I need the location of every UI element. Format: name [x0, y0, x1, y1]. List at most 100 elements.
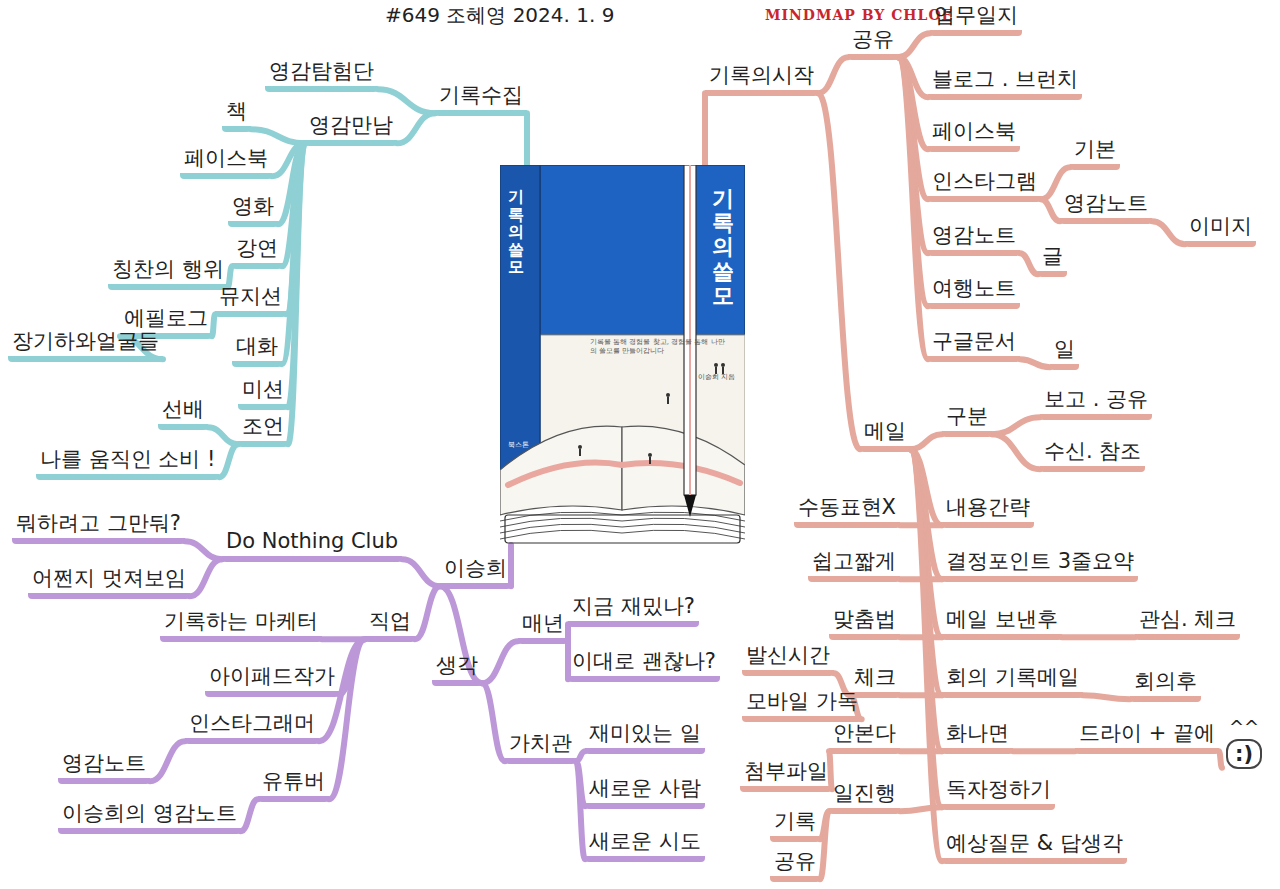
branch-node: 이승희의 영감노트	[58, 800, 241, 834]
branch-line	[565, 641, 571, 679]
branch-text: 영화	[232, 193, 274, 219]
branch-text: 강연	[236, 235, 278, 261]
branch-line	[910, 449, 942, 861]
branch-node: 독자정하기	[942, 776, 1055, 810]
branch-text: 대화	[236, 333, 278, 359]
branch-node: 영감노트	[928, 222, 1020, 256]
branch-node: 예상질문 & 답생각	[942, 830, 1127, 864]
branch-node: 뭐하려고 그만둬?	[12, 510, 185, 544]
branch-line	[329, 639, 365, 799]
branch-text: 조언	[242, 413, 284, 439]
branch-line	[1041, 199, 1060, 221]
branch-text: 기본	[1074, 136, 1116, 162]
page-title: #649 조혜영 2024. 1. 9	[385, 2, 614, 29]
branch-node: 새로운 시도	[585, 828, 705, 862]
branch-line	[1020, 359, 1050, 367]
branch-line	[219, 444, 238, 477]
branch-line	[900, 692, 942, 698]
branch-text: 블로그 . 브런치	[932, 66, 1078, 92]
branch-node: 매년	[518, 610, 568, 644]
branch-node: 대화	[232, 333, 282, 367]
spine-title: 기록의 쓸모	[508, 188, 524, 276]
branch-node: 책	[222, 98, 251, 132]
branch-node: 보고 . 공유	[1040, 386, 1152, 420]
branch-node: 나를 움직인 소비 !	[36, 446, 219, 480]
branch-text: 영감만남	[309, 112, 393, 138]
branch-text: 미션	[242, 376, 284, 402]
branch-text: 재미있는 일	[589, 720, 701, 746]
branch-node: 첨부파일	[740, 758, 832, 792]
branch-node: 직업	[365, 608, 415, 642]
branch-node: 아이패드작가	[205, 663, 339, 697]
branch-node: 구글문서	[928, 328, 1020, 362]
branch-text: 회의 기록메일	[946, 664, 1079, 690]
branch-text: 독자정하기	[946, 776, 1051, 802]
branch-node: 칭찬의 행위	[108, 256, 228, 290]
branch-node: Do Nothing Club	[222, 528, 402, 562]
branch-line	[378, 89, 435, 113]
branch-line	[818, 57, 848, 93]
branch-line	[910, 434, 942, 449]
branch-text: 업무일지	[934, 2, 1018, 28]
branch-node: 결정포인트 3줄요약	[942, 548, 1138, 582]
branch-line	[1219, 751, 1222, 768]
branch-text: 영감탐험단	[269, 58, 374, 84]
branch-line	[402, 559, 440, 586]
branch-text: 인스타그래머	[189, 710, 315, 736]
branch-text: 선배	[162, 396, 204, 422]
branch-text: 화나면	[946, 720, 1009, 746]
branch-text: :)	[1226, 739, 1262, 769]
branch-text: 칭찬의 행위	[112, 256, 224, 282]
branch-text: 나를 움직인 소비 !	[40, 446, 215, 472]
branch-node: 뮤지션	[215, 283, 286, 317]
branch-text: 영감노트	[932, 222, 1016, 248]
branch-text: 공유	[852, 26, 894, 52]
branch-line	[898, 57, 928, 359]
branch-text: 구분	[946, 403, 988, 429]
branch-node: 장기하와얼굴들	[8, 328, 163, 362]
branch-node: 쉽고짧게	[808, 548, 900, 582]
branch-node: 화나면	[942, 720, 1013, 754]
branch-node: 회의 기록메일	[942, 664, 1083, 698]
branch-node: 안본다	[829, 720, 900, 754]
branch-text: 기록	[774, 808, 816, 834]
branch-line	[208, 427, 238, 444]
branch-line	[1062, 634, 1135, 640]
book-node: 기록의 쓸모	[500, 165, 745, 545]
branch-text: 메일	[864, 418, 906, 444]
branch-text: 인스타그램	[932, 168, 1037, 194]
branch-text: 첨부파일	[744, 758, 828, 784]
branch-line	[524, 113, 530, 165]
branch-node: 가치관	[505, 730, 576, 764]
branch-text: 유튜버	[262, 768, 325, 794]
branch-text: 직업	[369, 608, 411, 634]
branch-line	[397, 113, 435, 143]
branch-text: 결정포인트 3줄요약	[946, 548, 1134, 574]
branch-node: 블로그 . 브런치	[928, 66, 1082, 100]
branch-line	[829, 751, 832, 789]
branch-line	[508, 545, 514, 586]
branch-text: 관심. 체크	[1139, 606, 1236, 632]
branch-node: 지금 재밌나?	[568, 593, 699, 627]
branch-text: 새로운 시도	[589, 828, 701, 854]
branch-node: 내용간략	[942, 494, 1034, 528]
branch-node: 유튜버	[258, 768, 329, 802]
branch-text: 수동표현X	[798, 494, 896, 520]
branch-text: 맞춤법	[833, 606, 896, 632]
branch-text: 책	[226, 98, 247, 124]
branch-node: 글	[1038, 243, 1067, 277]
branch-text: 체크	[854, 664, 896, 690]
branch-node: 기록하는 마케터	[160, 608, 322, 642]
branch-text: 페이스북	[184, 145, 268, 171]
branch-node: 이미지	[1185, 213, 1256, 247]
branch-line	[241, 799, 258, 831]
branch-text: 뮤지션	[219, 283, 282, 309]
branch-text: 어쩐지 멋져보임	[32, 565, 186, 591]
branch-node: 어쩐지 멋져보임	[28, 565, 190, 599]
branch-node: 기본	[1070, 136, 1120, 170]
branch-text: 모바일 가독	[746, 688, 858, 714]
branch-node: 페이스북	[180, 145, 272, 179]
branch-node: 이대로 괜찮나?	[568, 648, 720, 682]
branch-text: 내용간략	[946, 494, 1030, 520]
branch-node: 수신. 참조	[1040, 438, 1145, 472]
